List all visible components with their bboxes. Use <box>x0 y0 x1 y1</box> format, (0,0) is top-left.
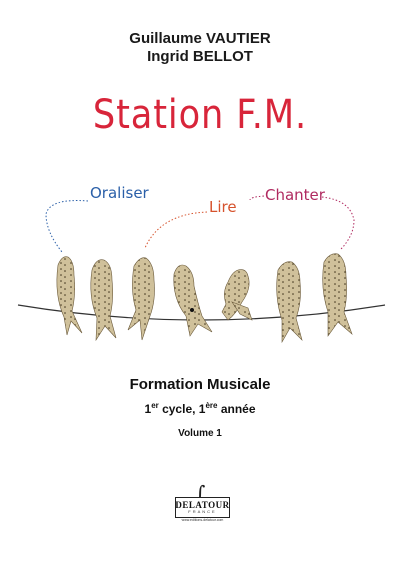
author-2: Ingrid BELLOT <box>147 48 253 65</box>
volume-label: Volume 1 <box>178 428 222 439</box>
publisher-url: www.editions-delatour.com <box>181 518 224 522</box>
cycle-sup-1: er <box>151 401 159 410</box>
oraliser-dotted-line <box>45 200 89 253</box>
bird-2 <box>90 259 117 342</box>
cycle-word-1: cycle, <box>158 402 199 416</box>
oraliser-label: Oraliser <box>90 184 149 202</box>
bird-3 <box>127 257 155 341</box>
cycle-sup-2: ère <box>205 401 218 410</box>
bird-1 <box>56 256 83 336</box>
publisher-name: DELATOUR <box>175 500 230 510</box>
cycle-num-2: 1 <box>198 402 206 416</box>
clef-icon: ∫ <box>195 481 206 505</box>
lire-label: Lire <box>209 198 237 216</box>
publisher-country: FRANCE <box>188 509 217 514</box>
author-1: Guillaume VAUTIER <box>129 30 271 47</box>
lire-dotted-line <box>144 211 208 249</box>
publisher-logo: ∫ DELATOUR FRANCE www.editions-delatour.… <box>175 481 230 523</box>
cycle-num-1: 1 <box>144 402 152 416</box>
bird-4 <box>173 264 213 337</box>
bird-5 <box>221 269 253 321</box>
cycle-word-2: année <box>217 402 256 416</box>
bird-6 <box>276 261 303 344</box>
subtitle: Formation Musicale <box>129 376 271 393</box>
chanter-dotted-line <box>249 195 355 251</box>
cycle-line: 1er cycle, 1ère année <box>0 401 400 417</box>
logo-frame <box>175 497 230 518</box>
chanter-label: Chanter <box>265 186 325 204</box>
book-title: Station F.M. <box>92 92 308 138</box>
bird-7 <box>322 253 353 337</box>
